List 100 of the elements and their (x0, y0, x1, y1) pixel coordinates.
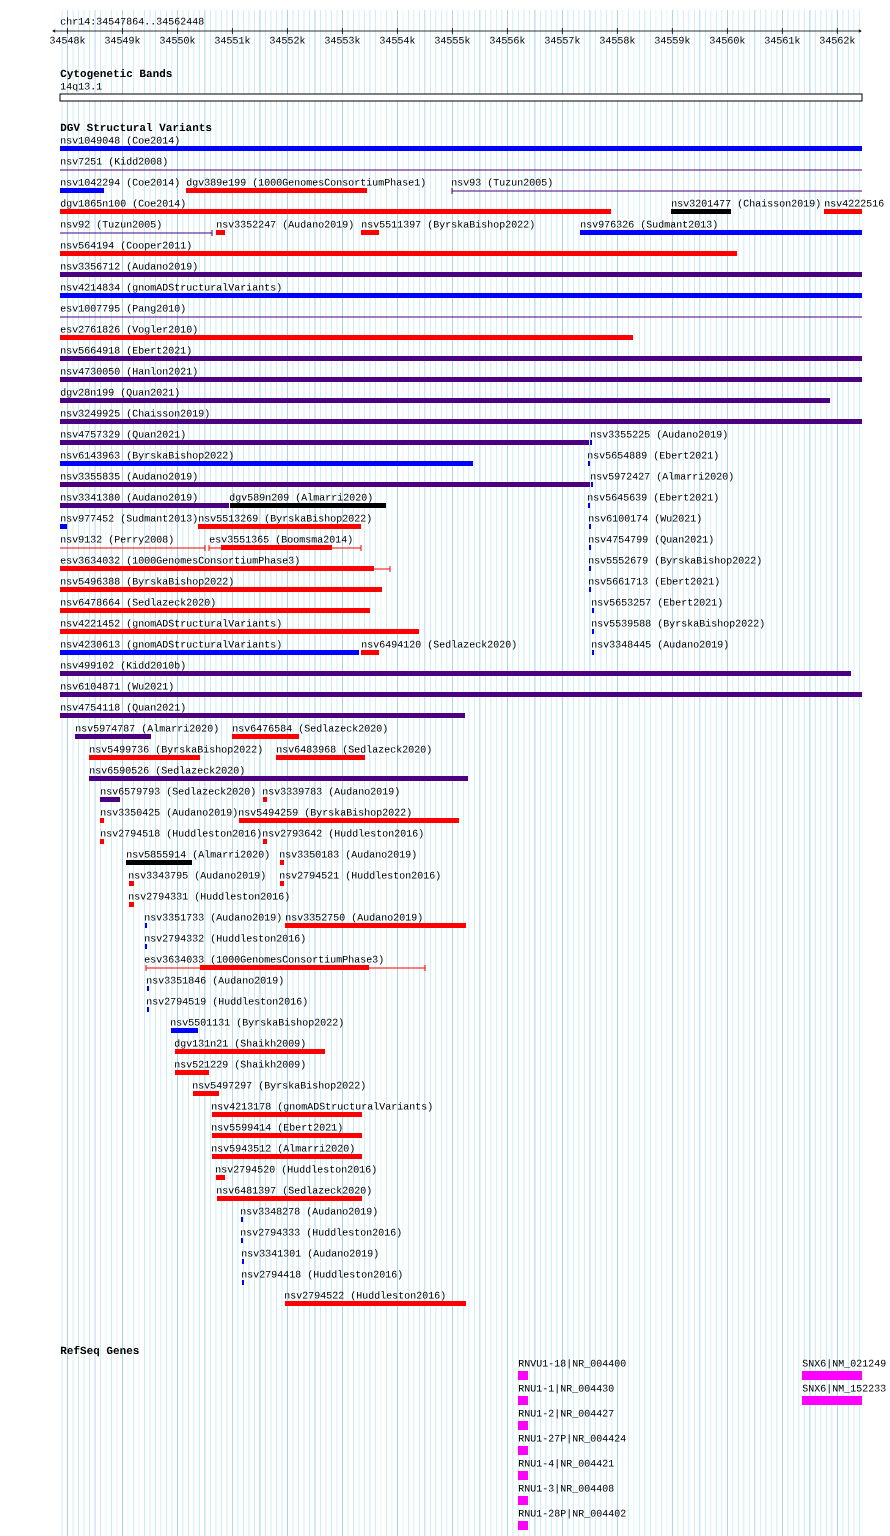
variant-bar: nsv92 (Tuzun2005) (59, 220, 213, 237)
node-label: nsv6494120 (Sedlazeck2020) (362, 640, 516, 650)
node-label: nsv6481397 (Sedlazeck2020) (217, 1186, 371, 1196)
variant-bar: dgv389e199 (1000GenomesConsortiumPhase1) (186, 178, 425, 193)
variant-bar: nsv9132 (Perry2008) (59, 535, 206, 552)
node-label: RNU1-4|NR_004421 (518, 1459, 614, 1469)
node-label: nsv2794331 (Huddleston2016) (129, 892, 289, 902)
gene-bar: SNX6|NM_021249 (802, 1359, 886, 1380)
node-label: nsv976326 (Sudmant2013) (581, 220, 717, 230)
variant-bar: nsv4754118 (Quan2021) (60, 703, 465, 718)
ruler-tick-label: 34561k (765, 36, 800, 44)
node-label: nsv499102 (Kidd2010b) (61, 661, 185, 671)
node-label: RNU1-2|NR_004427 (518, 1409, 614, 1419)
node-label: nsv5943512 (Almarri2020) (212, 1144, 354, 1154)
ruler-tick-label: 34562k (820, 36, 855, 44)
node-label: nsv2794520 (Huddleston2016) (216, 1165, 376, 1175)
variant-bar: nsv2794333 (Huddleston2016) (241, 1228, 401, 1243)
gene-bar: RNU1-1|NR_004430 (518, 1384, 614, 1405)
node-label: nsv1042294 (Coe2014) (61, 178, 179, 188)
variant-bar: dgv589n209 (Almarri2020) (229, 493, 386, 508)
variant-bar: nsv6481397 (Sedlazeck2020) (217, 1186, 371, 1201)
variant-bar: nsv6590526 (Sedlazeck2020) (89, 766, 468, 781)
node-label: nsv2794332 (Huddleston2016) (145, 934, 305, 944)
variant-bar: nsv2794332 (Huddleston2016) (145, 934, 305, 949)
node-label: nsv6143963 (ByrskaBishop2022) (61, 451, 233, 461)
variant-bar: nsv499102 (Kidd2010b) (60, 661, 851, 676)
node-label: nsv4222516 (825, 199, 884, 207)
node-label: nsv3249925 (Chaisson2019) (61, 409, 209, 419)
variant-bar: nsv4213178 (gnomADStructuralVariants) (212, 1102, 432, 1117)
node-label: nsv5501131 (ByrskaBishop2022) (171, 1018, 343, 1028)
node-label: nsv4757329 (Quan2021) (61, 430, 185, 440)
variant-bar: nsv3351846 (Audano2019) (147, 976, 283, 991)
node-label: nsv3355225 (Audano2019) (591, 430, 727, 440)
node-label: nsv5494259 (ByrskaBishop2022) (239, 808, 411, 818)
node-label: RNU1-3|NR_004408 (518, 1484, 614, 1494)
node-label: nsv5496388 (ByrskaBishop2022) (61, 577, 233, 587)
node-label: dgv1865n100 (Coe2014) (60, 199, 185, 209)
node-label: nsv521229 (Shaikh2009) (175, 1060, 305, 1070)
variant-bar: esv3551365 (Boomsma2014) (208, 535, 362, 552)
node-label: nsv3351846 (Audano2019) (147, 976, 283, 986)
node-label: esv3634032 (1000GenomesConsortiumPhase3) (60, 556, 299, 566)
variant-bar: esv2761826 (Vogler2010) (60, 325, 633, 340)
node-label: nsv5974787 (Almarri2020) (76, 724, 218, 734)
variant-bar: nsv5661713 (Ebert2021) (589, 577, 719, 592)
variant-bar: nsv5513269 (ByrskaBishop2022) (198, 514, 371, 529)
variant-bar: nsv1049048 (Coe2014) (60, 136, 862, 151)
variant-bar: nsv2794521 (Huddleston2016) (280, 871, 440, 886)
variant-bar: nsv3339783 (Audano2019) (263, 787, 399, 802)
node-label: nsv3355835 (Audano2019) (61, 472, 197, 482)
variant-bar: nsv4757329 (Quan2021) (60, 430, 589, 445)
node-label: nsv3350183 (Audano2019) (280, 850, 416, 860)
variant-bar: nsv5499736 (ByrskaBishop2022) (89, 745, 262, 760)
node-label: nsv3348445 (Audano2019) (592, 640, 728, 650)
node-label: nsv2794333 (Huddleston2016) (241, 1228, 401, 1238)
node-label: nsv4230613 (gnomADStructuralVariants) (61, 640, 281, 650)
variant-bar: nsv6143963 (ByrskaBishop2022) (60, 451, 473, 466)
node-label: SNX6|NM_152233 (802, 1384, 886, 1394)
gene-bar: RNU1-3|NR_004408 (518, 1484, 614, 1505)
node-label: nsv4214834 (gnomADStructuralVariants) (61, 283, 281, 293)
location-label: chr14:34547864..34562448 (60, 17, 204, 25)
variant-bar: nsv5552679 (ByrskaBishop2022) (589, 556, 761, 571)
ruler-tick-label: 34555k (435, 36, 470, 44)
variant-bar: nsv977452 (Sudmant2013) (60, 514, 197, 529)
ruler-tick-label: 34554k (380, 36, 415, 44)
cytoband-bar: 14q13.1 (59, 82, 863, 102)
variant-bar: nsv4221452 (gnomADStructuralVariants) (60, 619, 419, 634)
variant-bar: nsv5494259 (ByrskaBishop2022) (239, 808, 459, 823)
variant-bar: nsv5539588 (ByrskaBishop2022) (592, 619, 764, 634)
variant-bar: nsv4222516 (824, 199, 884, 214)
variant-bar: nsv2794520 (Huddleston2016) (216, 1165, 376, 1180)
variant-bar: nsv5974787 (Almarri2020) (75, 724, 218, 739)
variant-bar: nsv4730050 (Hanlon2021) (60, 367, 862, 382)
node-label: nsv3341380 (Audano2019) (61, 493, 197, 503)
node-label: nsv3341301 (Audano2019) (242, 1249, 378, 1259)
variant-bar: nsv564194 (Cooper2011) (60, 241, 737, 256)
track-heading: RefSeq Genes (60, 1345, 139, 1357)
variant-bar: nsv976326 (Sudmant2013) (580, 220, 862, 235)
node-label: nsv3352750 (Audano2019) (286, 913, 422, 923)
variant-bar: esv1007795 (Pang2010) (59, 304, 863, 318)
variant-bar: esv3634033 (1000GenomesConsortiumPhase3) (144, 955, 426, 972)
node-label: nsv5972427 (Almarri2020) (591, 472, 733, 482)
variant-bar: nsv3249925 (Chaisson2019) (60, 409, 862, 424)
node-label: nsv977452 (Sudmant2013) (61, 514, 197, 524)
variant-bar: nsv93 (Tuzun2005) (451, 178, 863, 195)
ruler-tick-label: 34553k (325, 36, 360, 44)
ruler-tick-label: 34550k (160, 36, 195, 44)
node-label: nsv6476584 (Sedlazeck2020) (233, 724, 387, 734)
node-label: dgv131n21 (Shaikh2009) (174, 1039, 305, 1049)
node-label: nsv5511397 (ByrskaBishop2022) (362, 220, 534, 230)
ruler-tick-label: 34556k (490, 36, 525, 44)
node-label: nsv2793642 (Huddleston2016) (263, 829, 423, 839)
variant-bar: nsv5599414 (Ebert2021) (212, 1123, 362, 1138)
variant-bar: nsv5501131 (ByrskaBishop2022) (171, 1018, 343, 1033)
ruler-tick-label: 34558k (600, 36, 635, 44)
ruler-tick-label: 34557k (545, 36, 580, 44)
variant-bar: nsv3343795 (Audano2019) (129, 871, 265, 886)
variant-bar: nsv6100174 (Wu2021) (589, 514, 701, 529)
variant-bar: nsv5972427 (Almarri2020) (591, 472, 733, 487)
node-label: RNU1-28P|NR_004402 (518, 1509, 626, 1519)
node-label: nsv2794522 (Huddleston2016) (285, 1291, 445, 1301)
